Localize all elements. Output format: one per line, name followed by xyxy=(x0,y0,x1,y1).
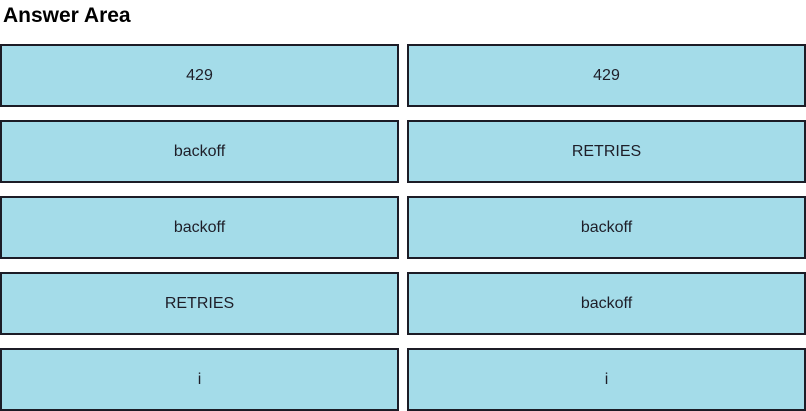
answer-box[interactable]: 429 xyxy=(0,44,399,107)
answer-box[interactable]: i xyxy=(407,348,806,411)
answer-box[interactable]: i xyxy=(0,348,399,411)
answer-grid: 429 429 backoff RETRIES backoff backoff … xyxy=(0,44,806,411)
answer-box[interactable]: 429 xyxy=(407,44,806,107)
answer-box[interactable]: RETRIES xyxy=(0,272,399,335)
answer-box[interactable]: backoff xyxy=(407,196,806,259)
answer-box[interactable]: backoff xyxy=(407,272,806,335)
answer-box[interactable]: RETRIES xyxy=(407,120,806,183)
answer-box[interactable]: backoff xyxy=(0,196,399,259)
page-title: Answer Area xyxy=(3,4,131,27)
answer-box[interactable]: backoff xyxy=(0,120,399,183)
